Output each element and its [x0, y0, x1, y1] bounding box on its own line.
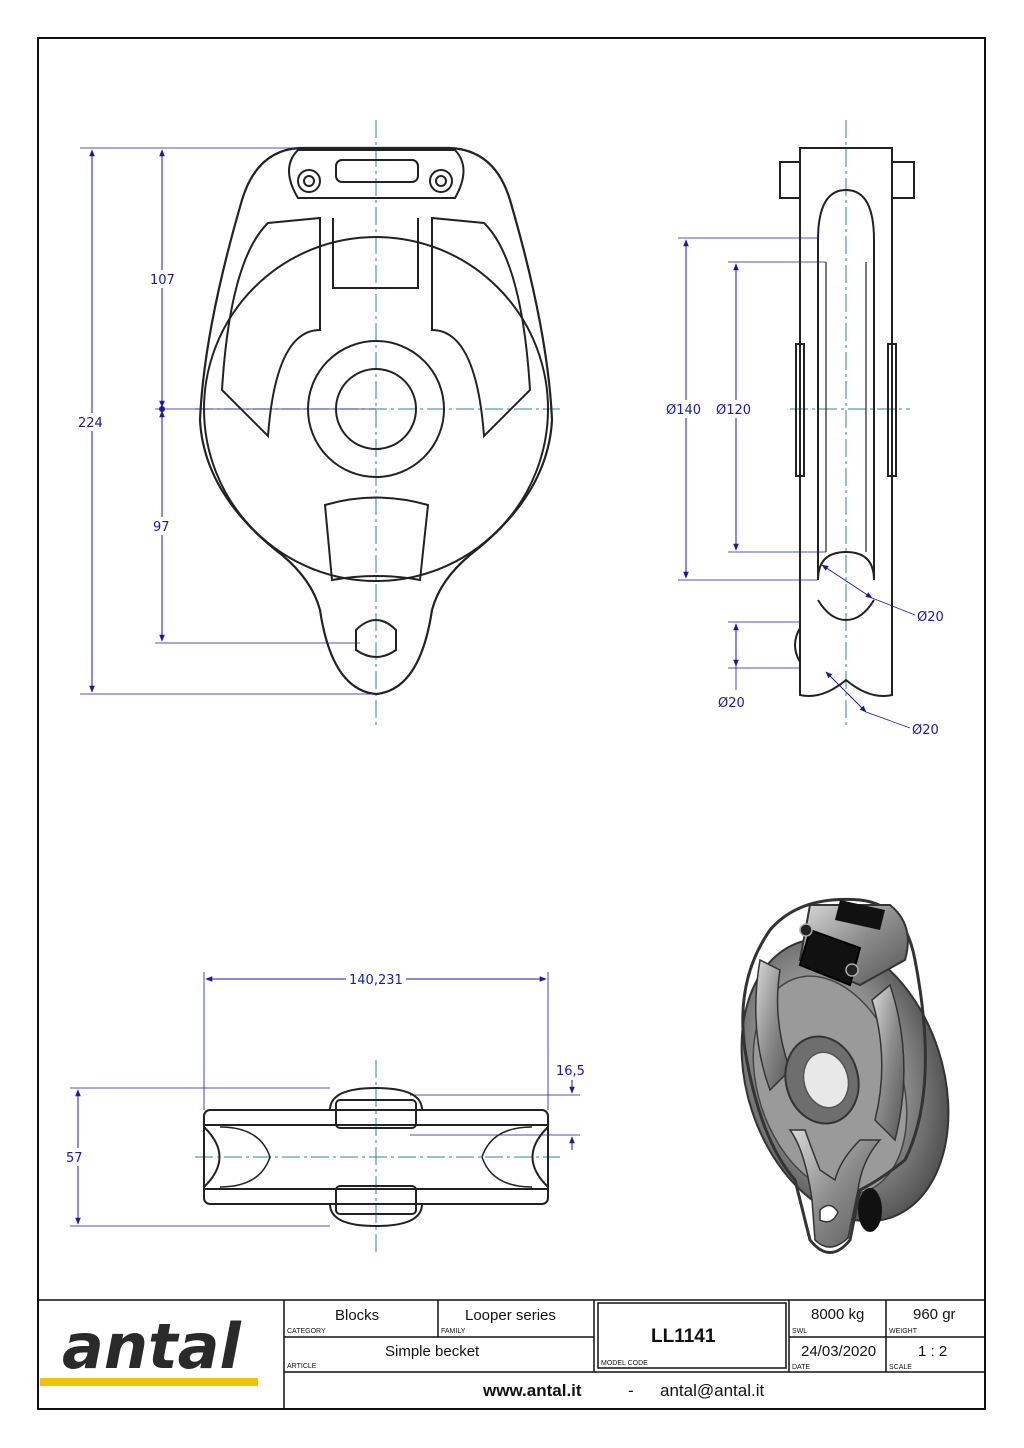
- article-label: ARTICLE: [287, 1363, 317, 1370]
- family-label: FAMILY: [441, 1328, 466, 1335]
- website-link[interactable]: www.antal.it: [482, 1381, 582, 1400]
- top-view: [195, 1060, 560, 1255]
- antal-logo: antal: [40, 1310, 258, 1386]
- sheet-border: [37, 37, 986, 1410]
- isometric-render: [740, 897, 950, 1254]
- dim-side-inner: Ø120: [716, 403, 751, 418]
- model-code-value: LL1141: [651, 1326, 716, 1347]
- dim-front-total: 224: [78, 416, 103, 431]
- category-label: CATEGORY: [287, 1328, 326, 1335]
- dim-side-groove: Ø20: [917, 610, 944, 625]
- dim-side-outer: Ø140: [666, 403, 701, 418]
- date-value: 24/03/2020: [801, 1343, 876, 1360]
- swl-label: SWL: [792, 1328, 807, 1335]
- brand-wordmark: antal: [62, 1310, 241, 1383]
- model-code-label: MODEL CODE: [601, 1360, 648, 1367]
- dim-top-width: 140,231: [349, 973, 403, 988]
- front-view: [195, 120, 560, 725]
- scale-label: SCALE: [889, 1364, 912, 1371]
- article-value: Simple becket: [385, 1343, 480, 1360]
- contact-separator: -: [628, 1381, 634, 1400]
- weight-label: WEIGHT: [889, 1328, 918, 1335]
- date-label: DATE: [792, 1364, 810, 1371]
- email-link[interactable]: antal@antal.it: [660, 1381, 764, 1400]
- logo-yellow-bar: [40, 1378, 258, 1386]
- front-dimensions: 107 224 97: [75, 147, 376, 695]
- category-value: Blocks: [335, 1307, 379, 1324]
- dim-front-bottom: 97: [153, 520, 170, 535]
- side-view: [779, 120, 915, 725]
- dim-side-bottom: Ø20: [912, 723, 939, 738]
- swl-value: 8000 kg: [811, 1306, 864, 1323]
- scale-value: 1 : 2: [918, 1343, 947, 1360]
- dim-side-becket: Ø20: [718, 696, 745, 711]
- dim-front-top: 107: [150, 273, 175, 288]
- dim-top-offset: 16,5: [556, 1064, 585, 1079]
- side-dimensions: Ø140 Ø120 Ø20 Ø20 Ø20: [664, 237, 944, 738]
- title-block: [38, 1299, 985, 1409]
- family-value: Looper series: [465, 1307, 556, 1324]
- top-dimensions: 140,231 16,5 57: [62, 970, 585, 1227]
- weight-value: 960 gr: [913, 1306, 956, 1323]
- dim-top-height: 57: [66, 1151, 83, 1166]
